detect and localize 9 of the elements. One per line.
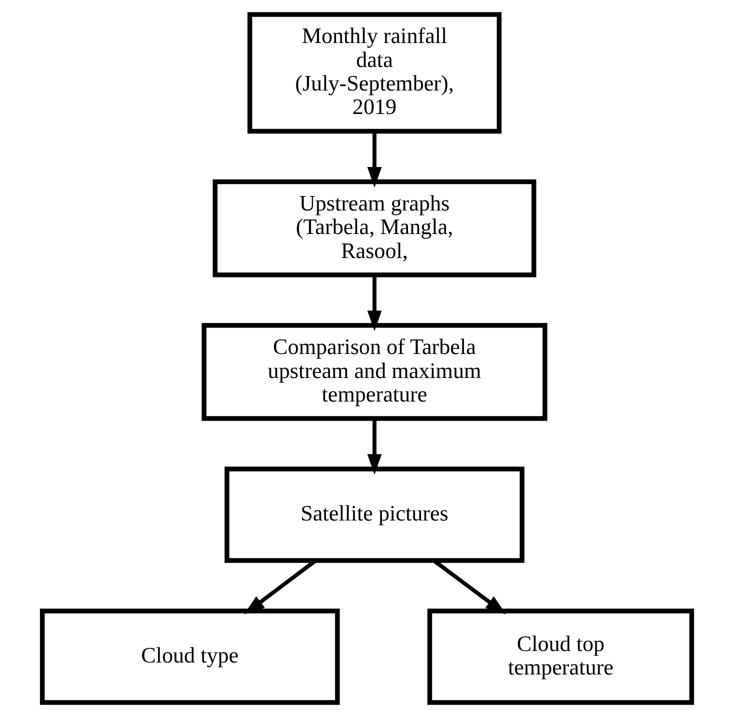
arrow xyxy=(366,419,382,475)
node-box: Satellite pictures xyxy=(224,466,524,563)
node-box: Monthly rainfall data (July-September), 2019 xyxy=(246,12,502,134)
arrow xyxy=(366,275,382,332)
node-box: Upstream graphs (Tarbela, Mangla, Rasool, xyxy=(212,179,536,278)
node-box: Comparison of Tarbela upstream and maximum temperature xyxy=(201,323,547,421)
node-box: Cloud top temperature xyxy=(426,608,694,705)
arrow xyxy=(366,132,382,188)
node-box: Cloud type xyxy=(39,608,340,705)
